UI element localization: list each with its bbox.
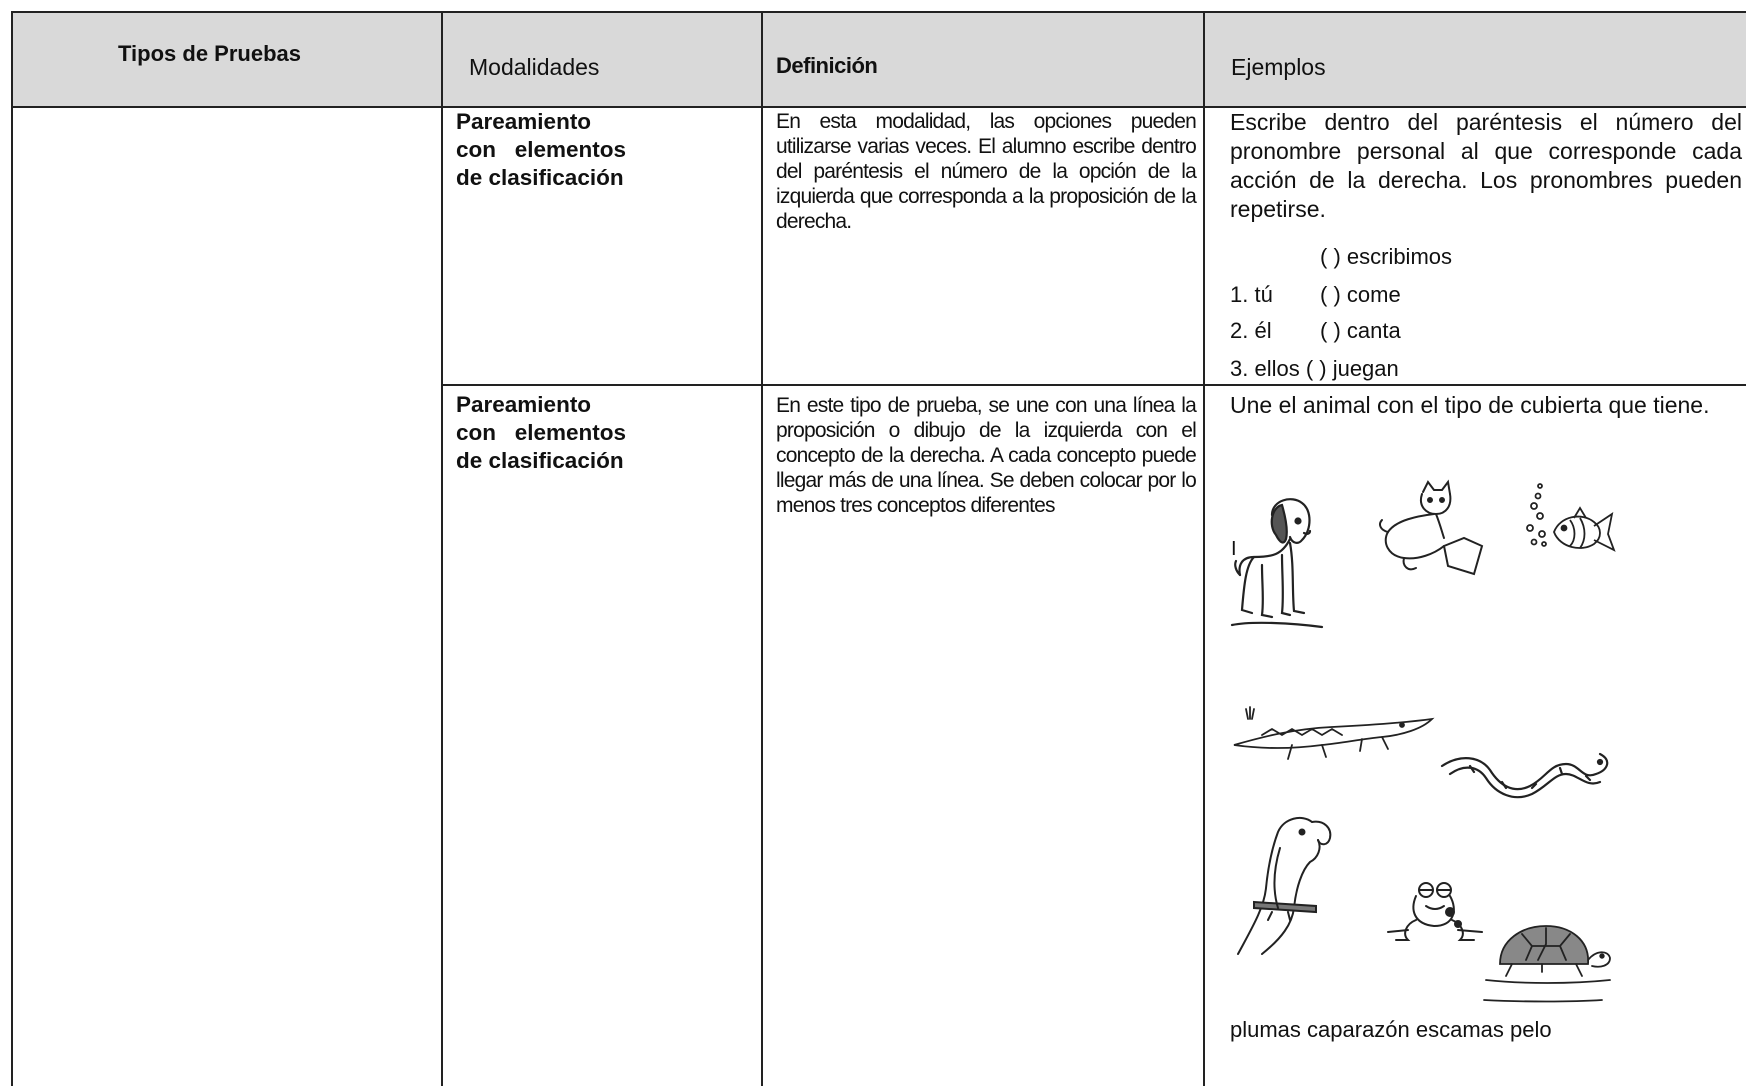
header-bottom-border — [11, 106, 1746, 108]
modality-line: con elementos — [456, 420, 627, 445]
row1-example-intro: Escribe dentro del paréntesis el número … — [1230, 109, 1742, 222]
header-definicion: Definición — [776, 53, 878, 78]
example-option: ( ) come — [1320, 282, 1401, 307]
header-tipos-de-pruebas: Tipos de Pruebas — [118, 41, 301, 66]
row1-definition: En esta modalidad, las opciones pueden u… — [776, 110, 1197, 233]
dog-illustration — [1230, 498, 1324, 629]
parrot-illustration — [1237, 816, 1332, 955]
example-pronoun-option: 3. ellos ( ) juegan — [1230, 356, 1399, 381]
table-border-left — [11, 11, 13, 1086]
stray-mark: I — [1231, 538, 1237, 560]
example-pronoun: 2. él — [1230, 318, 1272, 343]
row2-example-intro: Une el animal con el tipo de cubierta qu… — [1230, 392, 1710, 418]
frog-illustration — [1387, 882, 1483, 941]
modality-line: de clasificación — [456, 165, 624, 190]
modality-line: de clasificación — [456, 448, 624, 473]
example-option: ( ) canta — [1320, 318, 1401, 343]
example-option: ( ) escribimos — [1320, 244, 1453, 269]
modality-line: Pareamiento — [456, 392, 592, 417]
fish-illustration — [1526, 483, 1616, 552]
turtle-illustration — [1483, 925, 1611, 1003]
header-ejemplos: Ejemplos — [1231, 54, 1326, 80]
table-border-top — [11, 11, 1746, 13]
row2-example-footer: plumas caparazón escamas pelo — [1230, 1017, 1552, 1042]
column-divider-2 — [761, 11, 763, 1086]
row1-modality: Pareamiento con elementos de clasificaci… — [456, 108, 626, 192]
header-modalidades: Modalidades — [469, 54, 600, 80]
crocodile-illustration — [1233, 706, 1435, 760]
row2-definition: En este tipo de prueba, se une con una l… — [776, 394, 1197, 517]
row-divider — [441, 384, 1746, 386]
example-pronoun: 1. tú — [1230, 282, 1273, 307]
column-divider-3 — [1203, 11, 1205, 1086]
column-divider-1 — [441, 11, 443, 1086]
snake-illustration — [1440, 752, 1609, 799]
modality-line: Pareamiento — [456, 109, 592, 134]
row2-modality: Pareamiento con elementos de clasificaci… — [456, 391, 626, 475]
header-row-background — [11, 11, 1746, 108]
cat-illustration — [1379, 479, 1484, 576]
modality-line: con elementos — [456, 137, 627, 162]
